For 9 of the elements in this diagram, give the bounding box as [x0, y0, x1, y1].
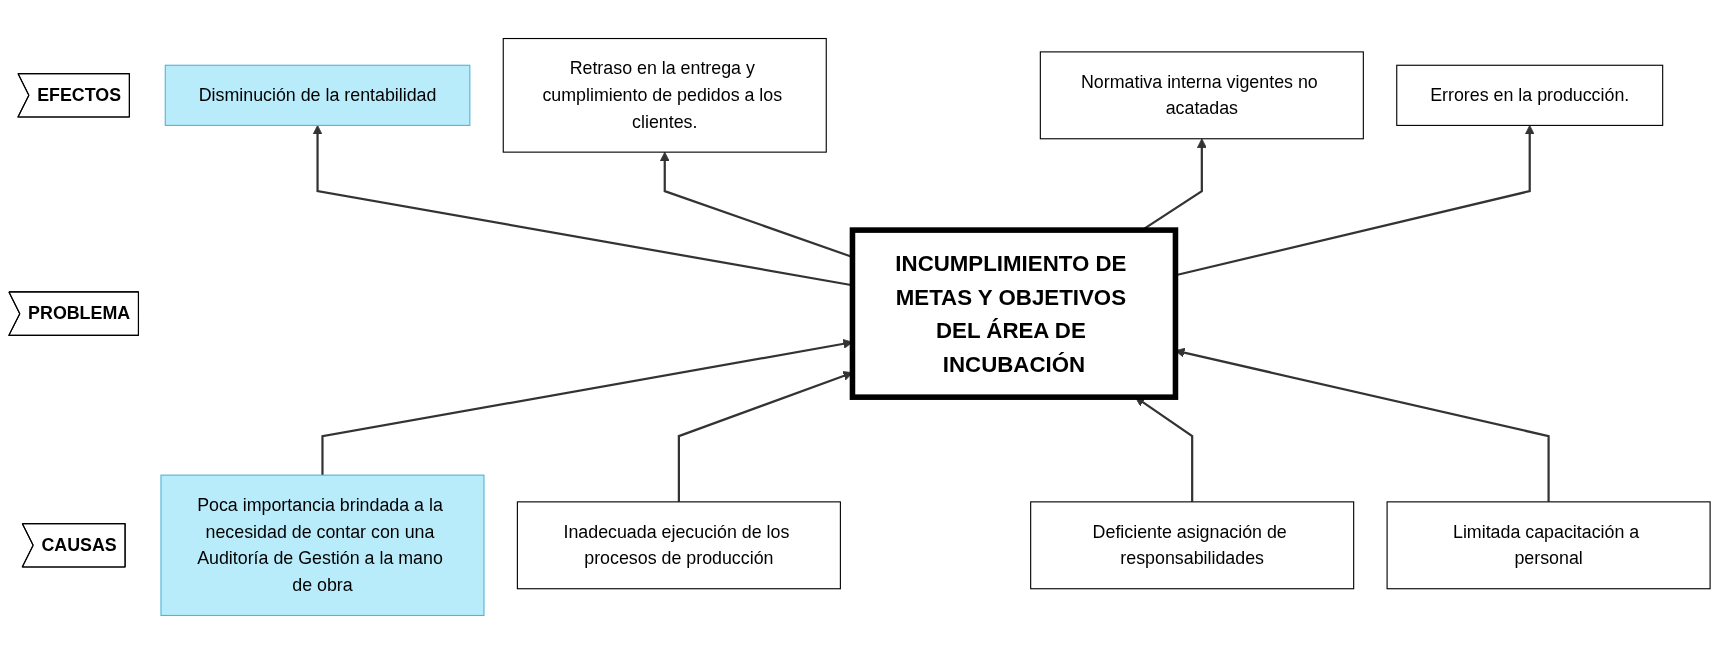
node-box: Deficiente asignación de responsabilidades: [1030, 501, 1355, 590]
node-box: Disminución de la rentabilidad: [164, 64, 471, 126]
node-box: INCUMPLIMIENTO DE METAS Y OBJETIVOS DEL ÁREA DE INCUBACIÓN: [849, 227, 1179, 400]
node-box: Poca importancia brindada a la necesidad de contar con una Auditoría de Gestión a la mano de obra: [160, 474, 485, 617]
node-box: Normativa interna vigentes no acatadas: [1039, 51, 1364, 140]
node-box: Errores en la producción.: [1396, 64, 1664, 126]
node-box: Inadecuada ejecución de los procesos de producción: [516, 501, 841, 590]
node-box: Limitada capacitación a personal: [1386, 501, 1711, 590]
node-box: Retraso en la entrega y cumplimiento de pedidos a los clientes.: [502, 37, 827, 153]
